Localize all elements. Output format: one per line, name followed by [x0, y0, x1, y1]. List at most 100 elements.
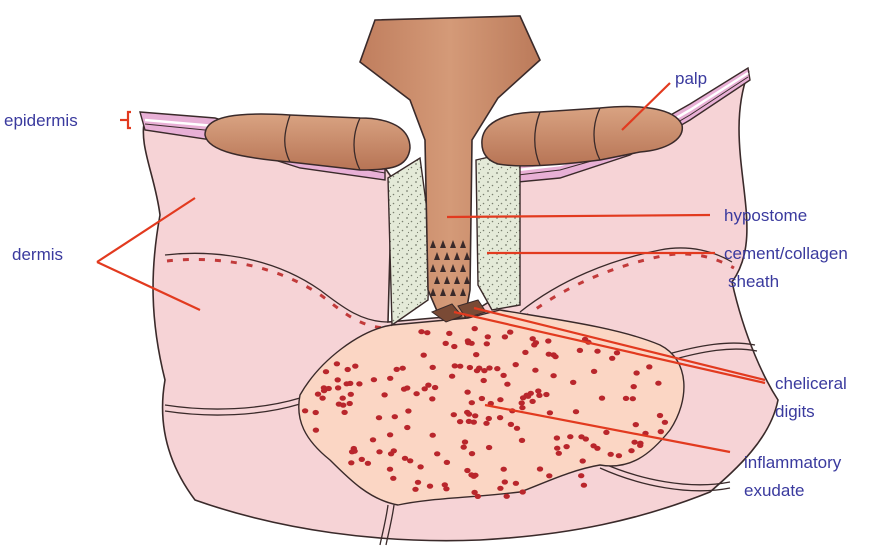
blood-cell	[536, 393, 542, 398]
blood-cell	[662, 420, 668, 425]
blood-cell	[529, 399, 535, 404]
blood-cell	[513, 481, 519, 486]
blood-cell	[418, 329, 424, 334]
label-epidermis: epidermis	[4, 110, 78, 132]
blood-cell	[335, 385, 341, 390]
blood-cell	[432, 385, 438, 390]
blood-cell	[547, 410, 553, 415]
blood-cell	[573, 409, 579, 414]
blood-cell	[507, 330, 513, 335]
blood-cell	[554, 435, 560, 440]
blood-cell	[430, 433, 436, 438]
blood-cell	[376, 415, 382, 420]
blood-cell	[313, 410, 319, 415]
blood-cell	[473, 352, 479, 357]
blood-cell	[508, 422, 514, 427]
blood-cell	[530, 336, 536, 341]
blood-cell	[614, 350, 620, 355]
blood-cell	[467, 365, 473, 370]
blood-cell	[340, 396, 346, 401]
blood-cell	[415, 480, 421, 485]
blood-cell	[475, 494, 481, 499]
blood-cell	[552, 354, 558, 359]
label-hypostome: hypostome	[724, 205, 807, 227]
blood-cell	[443, 341, 449, 346]
blood-cell	[628, 448, 634, 453]
blood-cell	[578, 473, 584, 478]
blood-cell	[347, 401, 353, 406]
blood-cell	[381, 392, 387, 397]
blood-cell	[457, 419, 463, 424]
blood-cell	[623, 396, 629, 401]
blood-cell	[461, 445, 467, 450]
blood-cell	[497, 486, 503, 491]
blood-cell	[391, 448, 397, 453]
blood-cell	[577, 348, 583, 353]
blood-cell	[405, 408, 411, 413]
blood-cell	[594, 349, 600, 354]
blood-cell	[554, 446, 560, 451]
blood-cell	[550, 373, 556, 378]
blood-cell	[483, 421, 489, 426]
blood-cell	[394, 367, 400, 372]
blood-cell	[563, 444, 569, 449]
blood-cell	[387, 432, 393, 437]
blood-cell	[486, 416, 492, 421]
blood-cell	[412, 487, 418, 492]
blood-cell	[404, 425, 410, 430]
cement-sheath-right	[476, 150, 520, 310]
blood-cell	[570, 380, 576, 385]
blood-cell	[497, 397, 503, 402]
blood-cell	[472, 413, 478, 418]
label-cement-collagen: cement/collagen	[724, 243, 848, 265]
blood-cell	[466, 419, 472, 424]
blood-cell	[657, 413, 663, 418]
blood-cell	[387, 376, 393, 381]
blood-cell	[497, 415, 503, 420]
blood-cell	[519, 400, 525, 405]
blood-cell	[504, 494, 510, 499]
blood-cell	[344, 381, 350, 386]
blood-cell	[429, 396, 435, 401]
blood-cell	[486, 445, 492, 450]
blood-cell	[502, 334, 508, 339]
blood-cell	[465, 340, 471, 345]
blood-cell	[457, 364, 463, 369]
blood-cell	[646, 364, 652, 369]
blood-cell	[370, 437, 376, 442]
blood-cell	[494, 366, 500, 371]
blood-cell	[543, 392, 549, 397]
label-sheath: sheath	[728, 271, 779, 293]
blood-cell	[425, 383, 431, 388]
blood-cell	[537, 466, 543, 471]
blood-cell	[631, 384, 637, 389]
blood-cell	[637, 443, 643, 448]
blood-cell	[417, 464, 423, 469]
blood-cell	[519, 438, 525, 443]
blood-cell	[485, 334, 491, 339]
blood-cell	[528, 391, 534, 396]
blood-cell	[464, 410, 470, 415]
blood-cell	[356, 381, 362, 386]
blood-cell	[546, 473, 552, 478]
label-cheliceral: cheliceral	[775, 373, 847, 395]
blood-cell	[442, 482, 448, 487]
blood-cell	[655, 381, 661, 386]
blood-cell	[365, 461, 371, 466]
blood-cell	[427, 484, 433, 489]
blood-cell	[334, 361, 340, 366]
blood-cell	[319, 396, 325, 401]
blood-cell	[580, 458, 586, 463]
blood-cell	[567, 434, 573, 439]
blood-cell	[313, 428, 319, 433]
blood-cell	[520, 489, 526, 494]
blood-cell	[302, 408, 308, 413]
blood-cell	[351, 446, 357, 451]
label-palp: palp	[675, 68, 707, 90]
blood-cell	[390, 476, 396, 481]
blood-cell	[464, 390, 470, 395]
blood-cell	[513, 362, 519, 367]
blood-cell	[590, 443, 596, 448]
blood-cell	[581, 483, 587, 488]
blood-cell	[376, 449, 382, 454]
